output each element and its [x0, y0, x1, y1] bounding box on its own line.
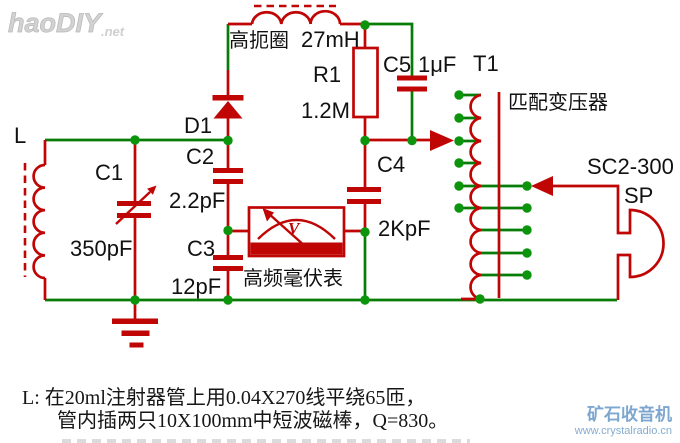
red-wire-net — [43, 22, 481, 320]
inductor-l — [23, 163, 46, 280]
meter-needle — [267, 212, 307, 248]
choke-winding — [250, 9, 342, 25]
c1-adjust-arrowhead — [147, 185, 157, 195]
label-t1-name: 匹配变压器 — [508, 91, 608, 114]
label-d1: D1 — [184, 113, 212, 138]
label-choke: 高扼圈 — [229, 29, 289, 52]
value-r1: 1.2M — [301, 98, 350, 123]
junction-dots — [130, 20, 485, 305]
meter-needle-tail — [305, 245, 320, 251]
value-c3: 12pF — [171, 274, 221, 299]
note-line-2: 管内插两只10X100mm中短波磁棒，Q=830。 — [57, 409, 448, 432]
site-logo: haoDIY .net — [8, 8, 125, 39]
label-t1: T1 — [473, 51, 499, 76]
label-speaker: SP — [624, 183, 653, 208]
d1-cathode-bar — [212, 95, 244, 101]
d1-triangle — [213, 101, 243, 119]
transformer-t1 — [469, 92, 501, 301]
inductor-l-winding — [32, 163, 46, 280]
note-line-1: L: 在20ml注射器管上用0.04X270线平绕65匝， — [22, 386, 425, 409]
meter-scale-arc — [257, 218, 336, 240]
speaker-sp — [551, 184, 665, 300]
label-speaker-model: SC2-300 — [587, 154, 674, 179]
capacitor-c2 — [213, 168, 243, 184]
label-c3: C3 — [187, 236, 215, 261]
logo-suffix: .net — [101, 24, 125, 39]
c1-adjust-arrow-line — [115, 191, 151, 225]
label-meter: 高频毫伏表 — [243, 267, 343, 290]
transformer-tap-dots — [454, 90, 532, 280]
variable-capacitor-c1 — [115, 185, 157, 225]
label-c4: C4 — [377, 152, 405, 177]
value-c2: 2.2pF — [169, 188, 225, 213]
label-c1: C1 — [95, 160, 123, 185]
millivoltmeter: V — [247, 206, 346, 258]
watermark-title: 矿石收音机 — [587, 404, 672, 424]
ground-symbol — [112, 318, 158, 348]
capacitor-c4 — [347, 187, 381, 204]
c1-plate-top — [117, 201, 151, 206]
value-choke: 27mH — [301, 27, 360, 52]
input-arrow — [430, 130, 454, 151]
logo-text: haoDIY — [8, 8, 104, 38]
value-c4: 2KpF — [378, 216, 431, 241]
label-c5: C5 — [383, 52, 411, 77]
meter-dial-letter: V — [288, 219, 301, 238]
t1-winding — [469, 93, 482, 301]
value-c1: 350pF — [70, 236, 132, 261]
watermark: 矿石收音机 www.crystalradio.cn — [574, 404, 672, 437]
c1-plate-bottom — [117, 213, 151, 218]
resistor-r1 — [352, 46, 379, 119]
output-arrow — [531, 176, 553, 196]
watermark-url: www.crystalradio.cn — [574, 425, 672, 437]
capacitor-c5 — [397, 75, 427, 92]
diode-d1 — [212, 95, 244, 119]
choke-coil — [250, 4, 342, 25]
capacitor-c3 — [213, 255, 243, 271]
meter-base-band — [250, 242, 343, 255]
label-l: L — [14, 123, 26, 148]
value-c5: 1μF — [418, 52, 456, 77]
label-c2: C2 — [186, 144, 214, 169]
label-r1: R1 — [313, 62, 341, 87]
meter-needle-arrowhead — [262, 208, 274, 222]
